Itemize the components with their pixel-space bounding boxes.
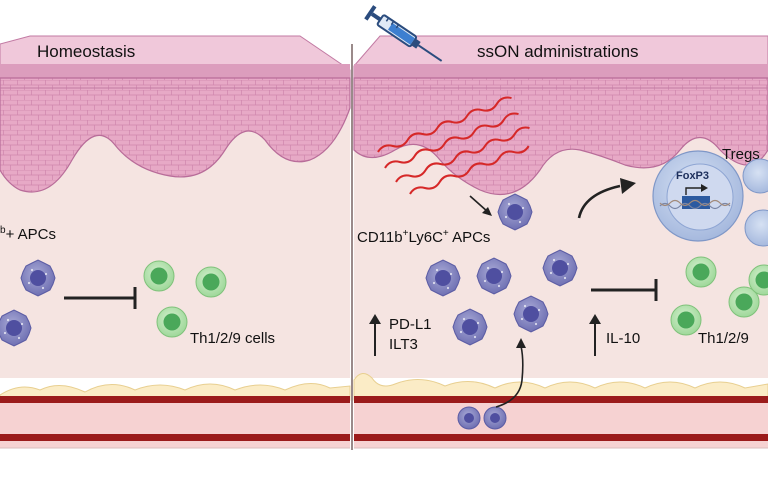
right-fat-layer bbox=[353, 373, 768, 401]
vessel-monocytes bbox=[457, 406, 507, 430]
right-epidermis bbox=[353, 77, 768, 196]
up-arrow-icon bbox=[589, 314, 601, 356]
foxp3-label: FoxP3 bbox=[676, 170, 710, 182]
right-panel-title: ssON administrations bbox=[477, 42, 639, 61]
left-panel bbox=[0, 35, 351, 449]
curved-arrow-icon bbox=[495, 338, 526, 408]
left-t-cell-2 bbox=[195, 266, 227, 298]
left-epidermis bbox=[0, 77, 351, 193]
left-t-cell-1 bbox=[143, 260, 175, 292]
right-panel bbox=[353, 5, 768, 449]
right-apc-label: CD11b+Ly6C+ APCs bbox=[357, 228, 491, 246]
inhibition-arrow-icon bbox=[591, 279, 658, 301]
syringe-icon bbox=[364, 5, 443, 62]
left-apc-label: b+ APCs bbox=[0, 225, 57, 243]
treg-cell-icon bbox=[652, 150, 744, 242]
up-arrow-icon bbox=[369, 314, 381, 356]
left-t-cells-label: Th1/2/9 cells bbox=[190, 330, 276, 347]
ssON-strands-icon bbox=[377, 96, 530, 195]
right-t-cell-1 bbox=[685, 256, 717, 288]
treg-induction-arrow-icon bbox=[577, 178, 636, 219]
treg-cell-icon bbox=[742, 158, 768, 247]
left-stratum-corneum bbox=[0, 64, 350, 78]
right-t-cells-label: Th1/2/9 bbox=[698, 330, 749, 347]
markers-line1: PD-L1 bbox=[389, 316, 432, 333]
il10-label: IL-10 bbox=[606, 330, 641, 347]
tregs-label: Tregs bbox=[722, 146, 760, 163]
markers-line2: ILT3 bbox=[389, 336, 418, 353]
left-apc-1 bbox=[20, 259, 56, 297]
left-t-cell-3 bbox=[156, 306, 188, 338]
inhibition-arrow-icon bbox=[64, 287, 137, 309]
right-apc-1 bbox=[497, 193, 533, 231]
right-apc-2 bbox=[425, 259, 461, 297]
left-fat-layer bbox=[0, 383, 351, 401]
left-panel-title: Homeostasis bbox=[37, 42, 136, 61]
right-apc-4 bbox=[542, 249, 578, 287]
right-apc-5 bbox=[452, 308, 488, 346]
right-apc-3 bbox=[476, 257, 512, 295]
right-t-cell-3 bbox=[670, 304, 702, 336]
recruit-arrow-icon bbox=[469, 195, 492, 216]
right-apc-6 bbox=[513, 295, 549, 333]
